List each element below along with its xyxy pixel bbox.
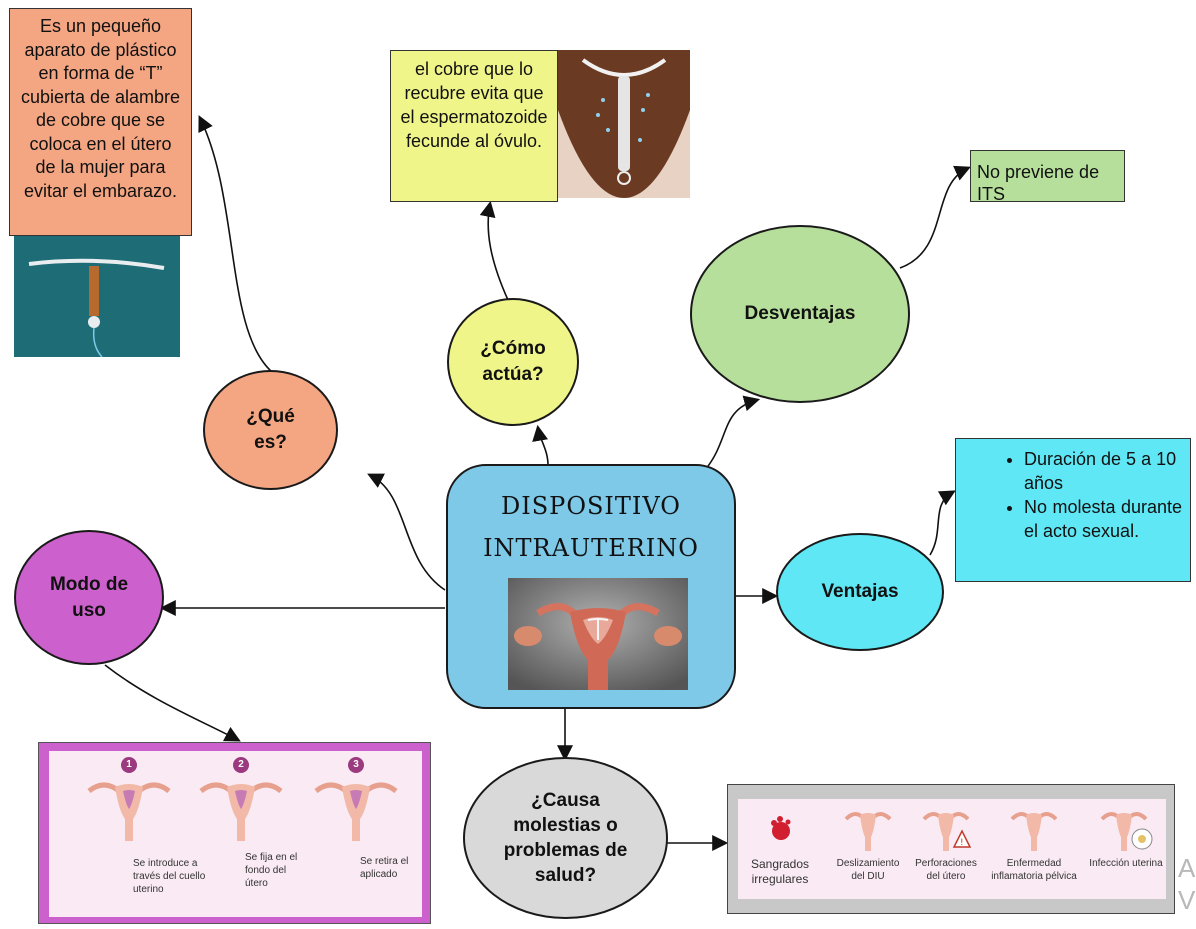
step-number-badge: 1 xyxy=(121,757,137,773)
iud-image xyxy=(14,236,180,357)
ventajas-box: Duración de 5 a 10 años No molesta duran… xyxy=(955,438,1191,582)
arrow-to-desventajas xyxy=(704,395,761,471)
iud-in-uterus-image xyxy=(558,50,690,198)
problema-item: Infección uterina xyxy=(1088,799,1164,899)
step-3: 3 Se retira el aplicado xyxy=(314,751,422,917)
desventajas-box: No previene de ITS xyxy=(970,150,1125,204)
que-es-definition-text: Es un pequeño aparato de plástico en for… xyxy=(20,16,181,201)
uterus-warning-icon: ! xyxy=(922,812,972,851)
arrow-que-es-to-box xyxy=(198,115,273,373)
central-node: DISPOSITIVO INTRAUTERINO xyxy=(446,464,736,709)
problema-label: Deslizamiento del DIU xyxy=(836,858,900,882)
arrow-desventajas-to-box xyxy=(899,165,971,269)
arrow-ventajas-to-box xyxy=(929,490,956,556)
problema-item: Enfermedad inflamatoria pélvica xyxy=(986,799,1082,899)
ventajas-item: Duración de 5 a 10 años xyxy=(1024,447,1182,495)
arrow-to-que-es xyxy=(367,473,446,591)
causa-label: ¿Causa molestias o problemas de salud? xyxy=(503,790,628,886)
step-2: 2 Se fija en el fondo del útero xyxy=(199,751,309,917)
como-actua-box: el cobre que lo recubre evita que el esp… xyxy=(390,50,558,202)
central-title-line1: DISPOSITIVO xyxy=(501,492,681,520)
step-caption: Se retira el aplicado xyxy=(360,856,409,880)
central-title-line2: INTRAUTERINO xyxy=(483,534,699,562)
watermark-text: A V xyxy=(1178,853,1196,915)
uterus-icon xyxy=(199,782,283,841)
step-1: 1 Se introduce a través del cuello uteri… xyxy=(79,751,205,917)
problema-item: Deslizamiento del DIU xyxy=(830,799,906,899)
que-es-node: ¿Qué es? xyxy=(203,370,338,490)
como-actua-text: el cobre que lo recubre evita que el esp… xyxy=(400,59,548,151)
problema-label: Infección uterina xyxy=(1089,858,1163,869)
problema-label: Enfermedad inflamatoria pélvica xyxy=(991,858,1077,882)
como-actua-label: ¿Cómo actúa? xyxy=(480,338,546,385)
step-caption: Se introduce a través del cuello uterino xyxy=(133,858,206,895)
problemas-panel: Sangrados irregulares Deslizamiento del … xyxy=(727,784,1175,914)
uterus-infection-icon xyxy=(1100,812,1153,851)
modo-uso-steps-panel: 1 Se introduce a través del cuello uteri… xyxy=(38,742,431,924)
uterus-icon xyxy=(87,782,171,841)
problema-item: ! Perforaciones del útero xyxy=(910,799,982,899)
svg-text:!: ! xyxy=(960,838,964,848)
desventajas-text: No previene de ITS xyxy=(977,162,1100,204)
step-caption: Se fija en el fondo del útero xyxy=(245,852,298,889)
arrow-modo-uso-to-box xyxy=(104,664,241,742)
ventajas-label: Ventajas xyxy=(821,581,899,602)
que-es-definition-box: Es un pequeño aparato de plástico en for… xyxy=(9,8,192,236)
que-es-label: ¿Qué es? xyxy=(246,406,295,453)
step-number-badge: 3 xyxy=(348,757,364,773)
problema-label: Perforaciones del útero xyxy=(915,858,977,882)
ventajas-item: No molesta durante el acto sexual. xyxy=(1024,495,1182,543)
modo-uso-node: Modo de uso xyxy=(14,530,164,665)
modo-uso-label: Modo de uso xyxy=(49,573,129,621)
como-actua-node: ¿Cómo actúa? xyxy=(447,298,579,426)
problema-label: Sangrados irregulares xyxy=(750,857,810,886)
uterus-icon xyxy=(1010,812,1058,851)
problema-item: Sangrados irregulares xyxy=(738,799,822,899)
steps-inner: 1 Se introduce a través del cuello uteri… xyxy=(49,751,422,917)
desventajas-label: Desventajas xyxy=(744,303,856,324)
arrow-como-actua-to-box xyxy=(479,200,509,301)
causa-node: ¿Causa molestias o problemas de salud? xyxy=(463,757,668,919)
desventajas-node: Desventajas xyxy=(690,225,910,403)
problemas-inner: Sangrados irregulares Deslizamiento del … xyxy=(738,799,1166,899)
arrow-to-como-actua xyxy=(532,424,549,466)
uterus-icon xyxy=(844,812,892,851)
uterus-icon xyxy=(314,782,398,841)
uterus-image xyxy=(508,578,688,690)
blood-drop-icon xyxy=(771,816,791,840)
ventajas-node: Ventajas xyxy=(776,533,944,651)
step-number-badge: 2 xyxy=(233,757,249,773)
